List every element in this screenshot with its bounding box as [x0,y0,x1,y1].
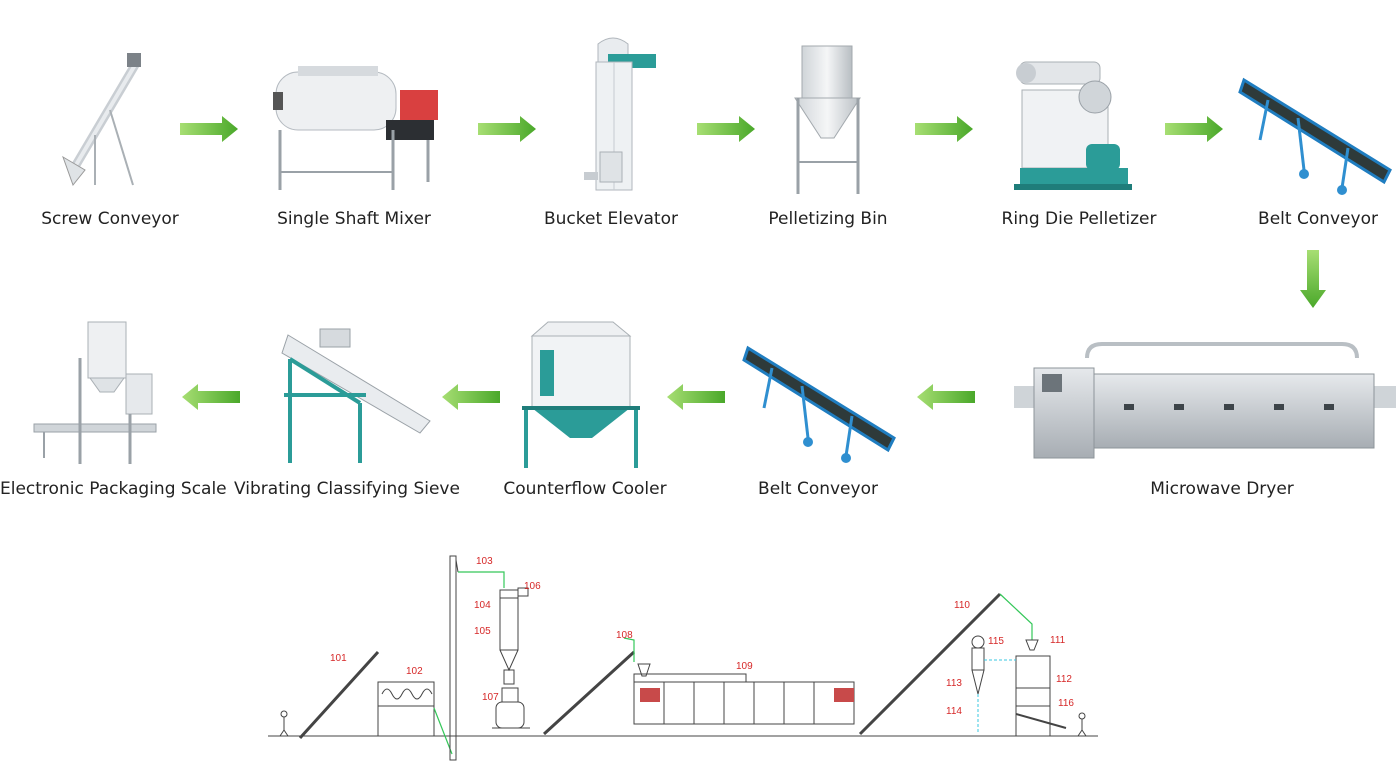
layout-number: 101 [330,653,347,664]
belt-conveyor-icon [742,345,896,463]
layout-number: 116 [1058,698,1074,709]
flow-label: Vibrating Classifying Sieve [234,479,460,499]
layout-pulverizer [492,687,530,729]
belt-conveyor-icon [1238,77,1392,195]
layout-number: 104 [474,600,491,611]
arrow-right-icon [697,116,757,147]
screw-conveyor-icon [62,53,141,187]
packaging-scale-icon [33,321,157,464]
layout-number: 110 [954,600,970,611]
mixer-icon [273,66,438,190]
layout-number: 113 [946,678,962,689]
layout-number: 109 [736,661,753,672]
flow-label: Ring Die Pelletizer [1001,209,1157,229]
dryer-icon [1014,342,1396,459]
pelletizer-icon [1014,61,1132,190]
flow-label: Single Shaft Mixer [277,209,431,229]
layout-dryer [633,673,855,725]
layout-number: 114 [946,706,962,717]
flow-label: Electronic Packaging Scale [0,479,227,499]
arrow-right-icon [180,116,240,147]
flow-label: Counterflow Cooler [503,479,667,499]
flow-label: Belt Conveyor [758,479,878,499]
arrow-left-icon [915,384,975,415]
layout-number: 106 [524,581,541,592]
layout-number: 111 [1050,635,1066,646]
plant-layout-diagram: 101 102 103 104 105 106 107 108 109 110 … [268,555,1098,761]
worker-icon [1077,712,1087,737]
layout-number: 105 [474,626,491,637]
bucket-elevator-icon [584,37,656,191]
layout-bucket-elevator [449,555,459,761]
layout-number: 103 [476,556,493,567]
sieve-icon [281,328,431,463]
arrow-right-icon [1165,116,1225,147]
arrow-left-icon [665,384,725,415]
flow-label: Screw Conveyor [41,209,179,229]
layout-mixer [377,681,435,736]
bin-icon [794,45,861,194]
layout-screw-conveyor [298,650,380,740]
worker-icon [279,710,289,737]
cooler-icon [522,321,640,468]
arrow-left-icon [180,384,240,415]
flow-label: Pelletizing Bin [768,209,888,229]
layout-cyclone-2 [971,635,985,695]
arrow-right-icon [478,116,538,147]
layout-number: 112 [1056,674,1072,685]
layout-cyclone [499,587,529,685]
layout-cooler [1015,639,1051,737]
arrow-right-icon [915,116,975,147]
layout-number: 108 [616,630,633,641]
layout-number: 107 [482,692,499,703]
arrow-down-icon [1300,250,1326,313]
flow-label: Bucket Elevator [543,209,678,229]
arrow-left-icon [440,384,500,415]
flow-label: Microwave Dryer [1150,479,1294,499]
layout-number: 102 [406,666,423,677]
flow-label: Belt Conveyor [1258,209,1378,229]
layout-number: 115 [988,636,1004,647]
